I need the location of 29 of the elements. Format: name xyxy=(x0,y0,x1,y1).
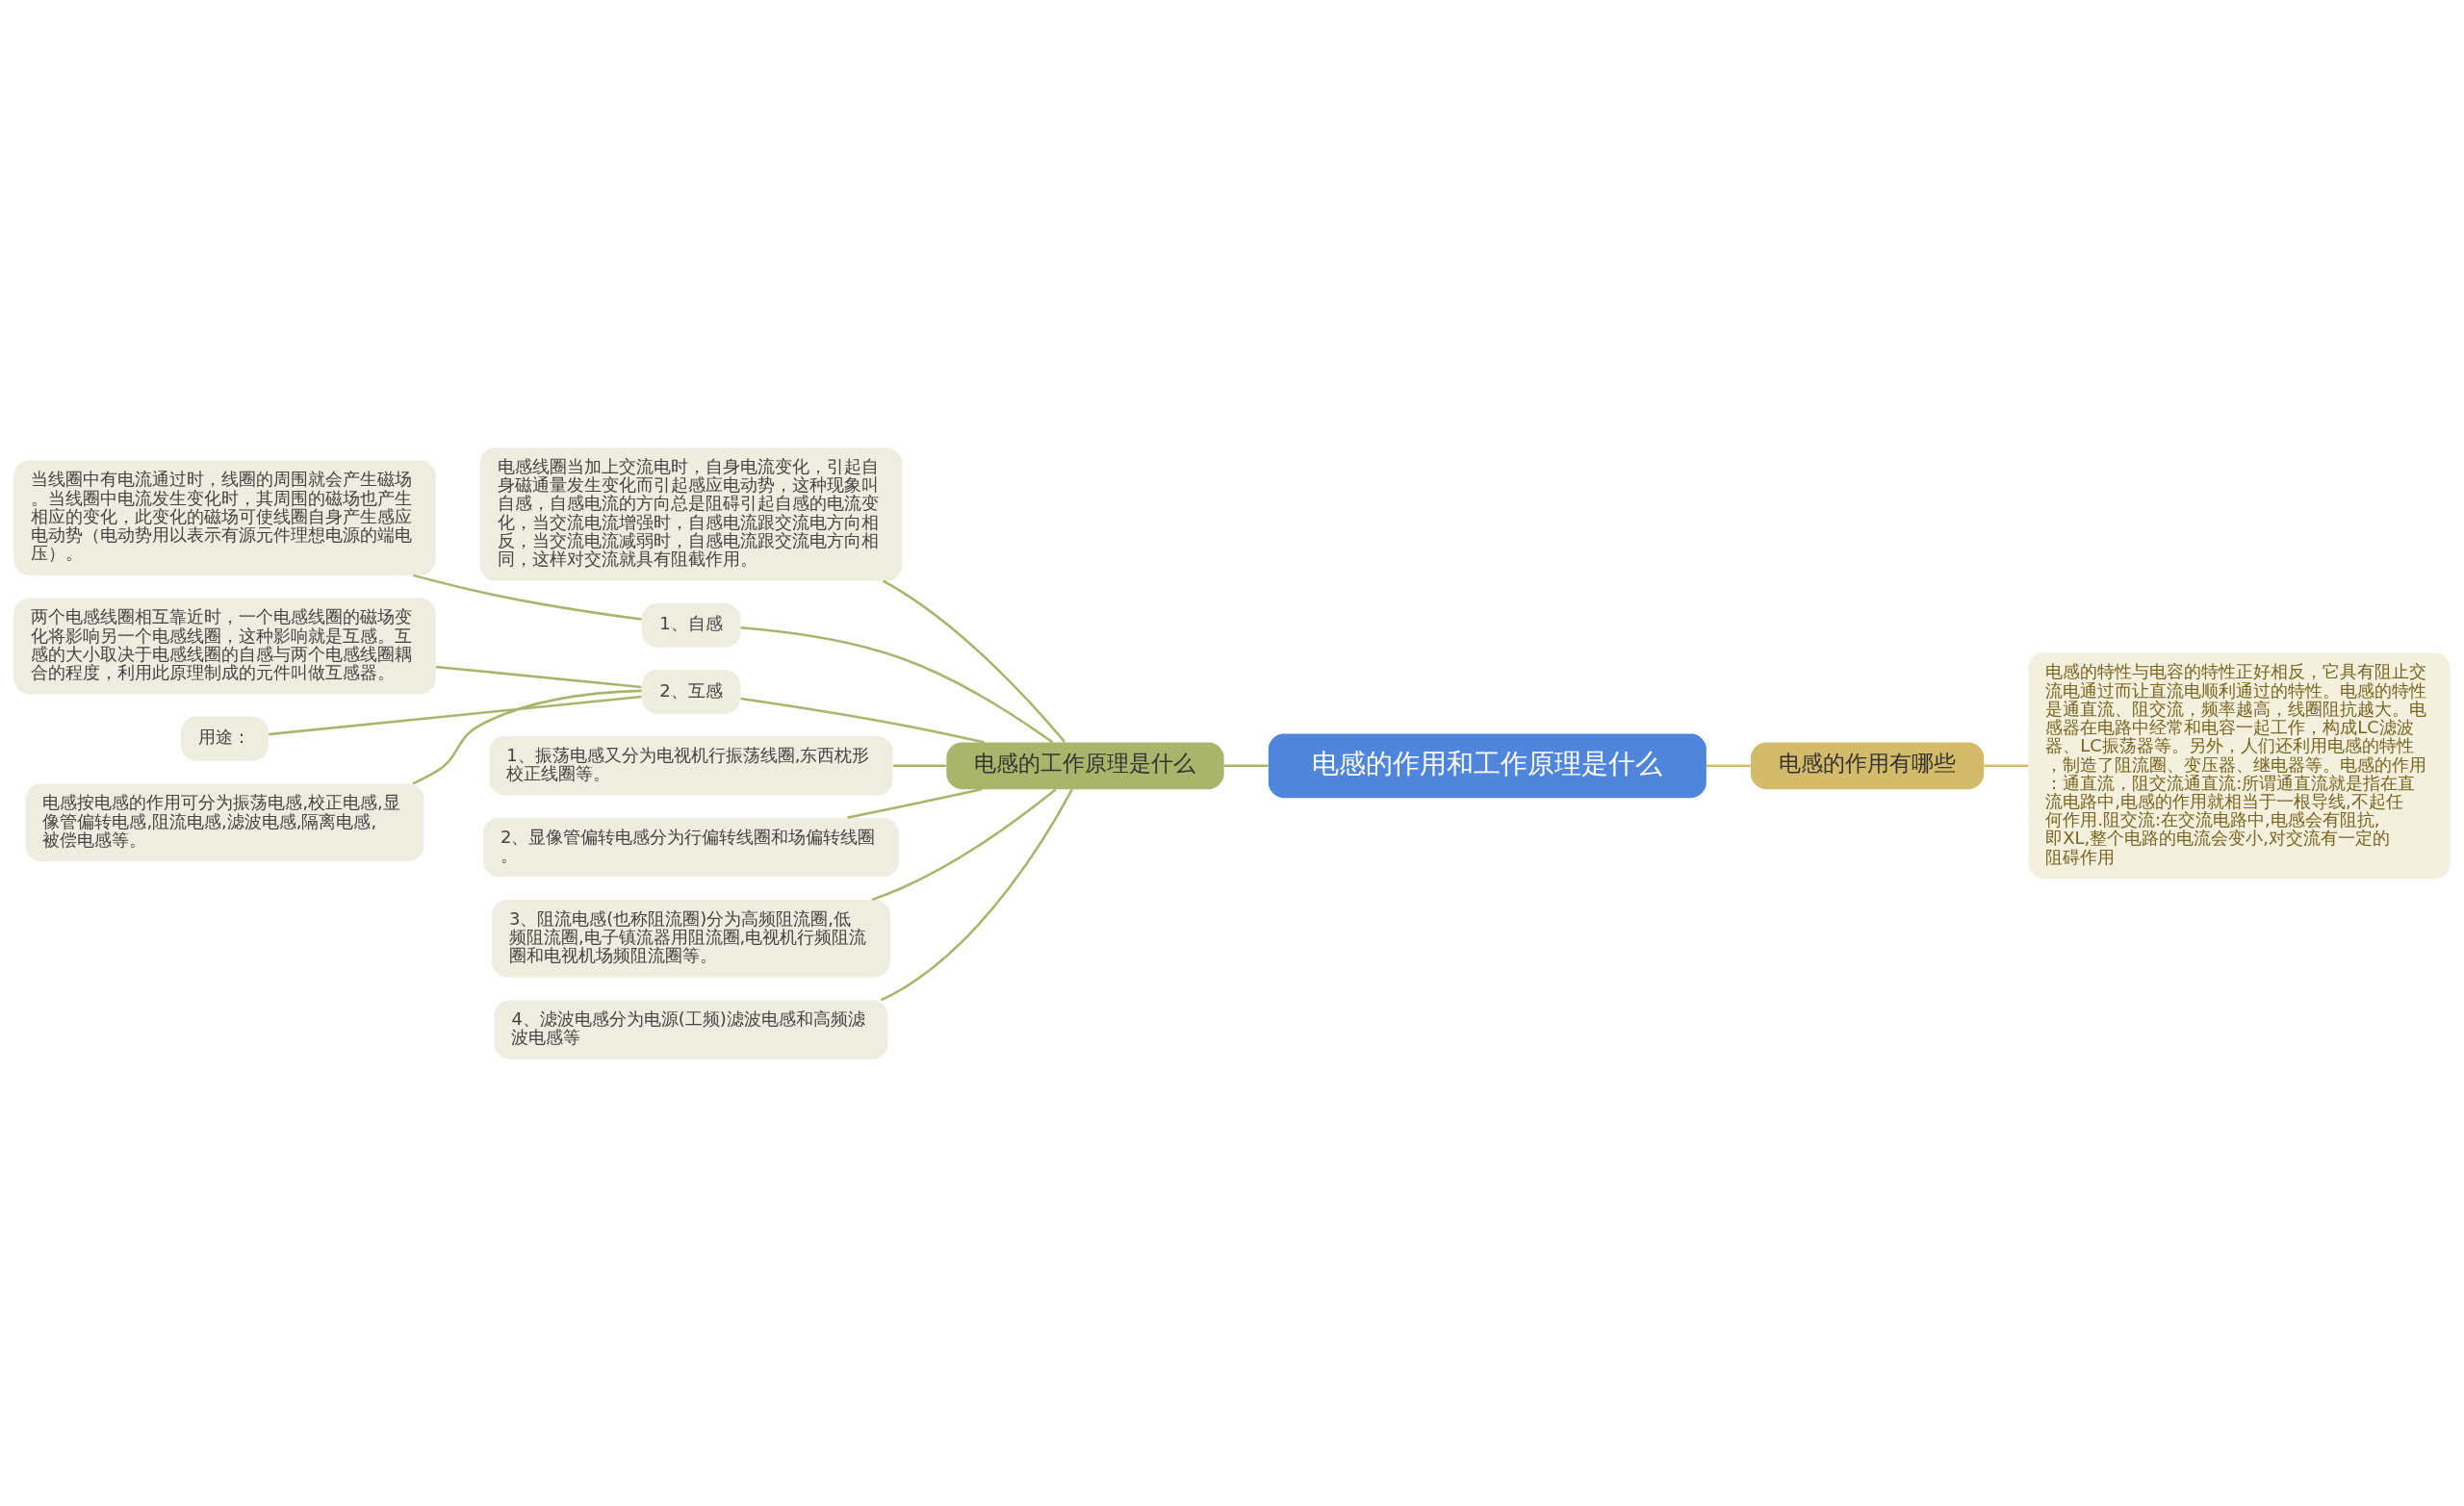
node-box: 电感线圈当加上交流电时，自身电流变化，引起自身磁通量发生变化而引起感应电动势，这种现象叫自感，自感电流的方向总是阻碍引起自感的电流变化，当交流电流增强时，自感电流跟交流电方向相反，当交流电流减弱时，自感电流跟交流电方向相同，这样对交流就具有阻截作用。 xyxy=(479,447,903,581)
connector xyxy=(882,579,1065,743)
node-box: 电感的作用有哪些 xyxy=(1750,741,1985,789)
connector xyxy=(269,695,642,735)
connector xyxy=(435,665,642,688)
node-box: 3、阻流电感(也称阻流圈)分为高频阻流圈,低频阻流圈,电子镇流器用阻流圈,电视机行频阻流圈和电视机场频阻流圈等。 xyxy=(491,899,890,978)
node-box: 2、显像管偏转电感分为行偏转线圈和场偏转线圈。 xyxy=(483,817,899,877)
connector xyxy=(847,787,983,819)
connector xyxy=(740,697,985,744)
connector xyxy=(1223,764,1269,767)
connector xyxy=(1984,764,2029,767)
node-box: 电感的工作原理是什么 xyxy=(946,741,1224,789)
connector xyxy=(893,764,946,767)
node-box: 电感的特性与电容的特性正好相反，它具有阻止交流电通过而让直流电顺利通过的特性。电感的特性是通直流、阻交流，频率越高，线圈阻抗越大。电感器在电路中经常和电容一起工作，构成LC滤波器、LC振荡器等。另外，人们还利用电感的特性，制造了阻流圈、变压器、继电器等。电感的作用：通直流，阻交流通直流:所谓通直流就是指在直流电路中,电感的作用就相当于一根导线,不起任何作用.阻交流:在交流电路中,电感会有阻抗,即XL,整个电路的电流会变小,对交流有一定的阻碍作用 xyxy=(2028,652,2451,879)
node-box: 1、自感 xyxy=(641,602,741,648)
node-box: 电感按电感的作用可分为振荡电感,校正电感,显像管偏转电感,阻流电感,滤波电感,隔离电感,被偿电感等。 xyxy=(25,782,424,861)
node-box: 用途： xyxy=(180,716,269,761)
node-box: 4、滤波电感分为电源(工频)滤波电感和高频滤波电感等 xyxy=(494,999,888,1059)
connector xyxy=(412,689,642,784)
node-box: 电感的作用和工作原理是什么 xyxy=(1268,733,1707,798)
connector xyxy=(880,788,1074,1001)
connector xyxy=(413,574,642,621)
node-box: 两个电感线圈相互靠近时，一个电感线圈的磁场变化将影响另一个电感线圈，这种影响就是互感。互感的大小取决于电感线圈的自感与两个电感线圈耦合的程度，利用此原理制成的元件叫做互感器。 xyxy=(13,598,436,694)
node-box: 1、振荡电感又分为电视机行振荡线圈,东西枕形校正线圈等。 xyxy=(489,735,893,796)
connector xyxy=(871,788,1057,901)
connector xyxy=(1707,764,1751,767)
connector xyxy=(740,625,1054,743)
node-box: 当线圈中有电流通过时，线圈的周围就会产生磁场。当线圈中电流发生变化时，其周围的磁场也产生相应的变化，此变化的磁场可使线圈自身产生感应电动势（电动势用以表示有源元件理想电源的端电压）。 xyxy=(13,460,436,575)
node-box: 2、互感 xyxy=(641,669,741,714)
